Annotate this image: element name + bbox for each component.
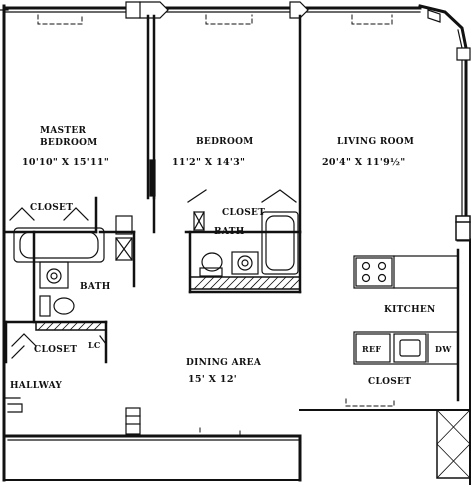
master-bedroom-label-1: MASTER [40,126,87,136]
living-room-label: LIVING ROOM [337,137,415,147]
dining-area-label: DINING AREA [186,358,262,368]
master-closet-label: CLOSET [30,203,74,213]
living-room-column [455,215,471,241]
closet-details [149,159,301,233]
entry-details [3,397,141,435]
master-bedroom-label-2: BEDROOM [40,138,98,148]
dashed-fixtures [37,14,395,437]
living-room-dimensions: 20'4" X 11'9½" [322,157,406,168]
bedroom-label: BEDROOM [196,137,254,147]
window-markers [0,1,471,61]
exterior-walls [2,4,471,485]
refrigerator-label: REF [362,344,382,354]
kitchen-fixtures [353,248,460,402]
dining-area-dimensions: 15' X 12' [188,374,237,385]
upper-bath-label: BATH [214,227,245,237]
hatched-walls [35,276,471,479]
lower-bath-fixtures [199,211,299,277]
dishwasher-label: DW [435,344,452,354]
upper-bath-fixtures [13,215,133,317]
bedroom-dimensions: 11'2" X 14'3" [172,157,246,168]
hallway-label: HALLWAY [10,381,63,391]
kitchen-label: KITCHEN [384,305,436,315]
entry-closet-label: CLOSET [368,377,412,387]
bedroom-closet-label: CLOSET [222,208,266,218]
linen-closet-label: LC [88,340,101,350]
lower-bath-label: BATH [80,282,111,292]
master-bedroom-dimensions: 10'10" X 15'11" [22,157,110,168]
hall-closet-label: CLOSET [34,345,78,355]
closet-doors [9,189,297,359]
